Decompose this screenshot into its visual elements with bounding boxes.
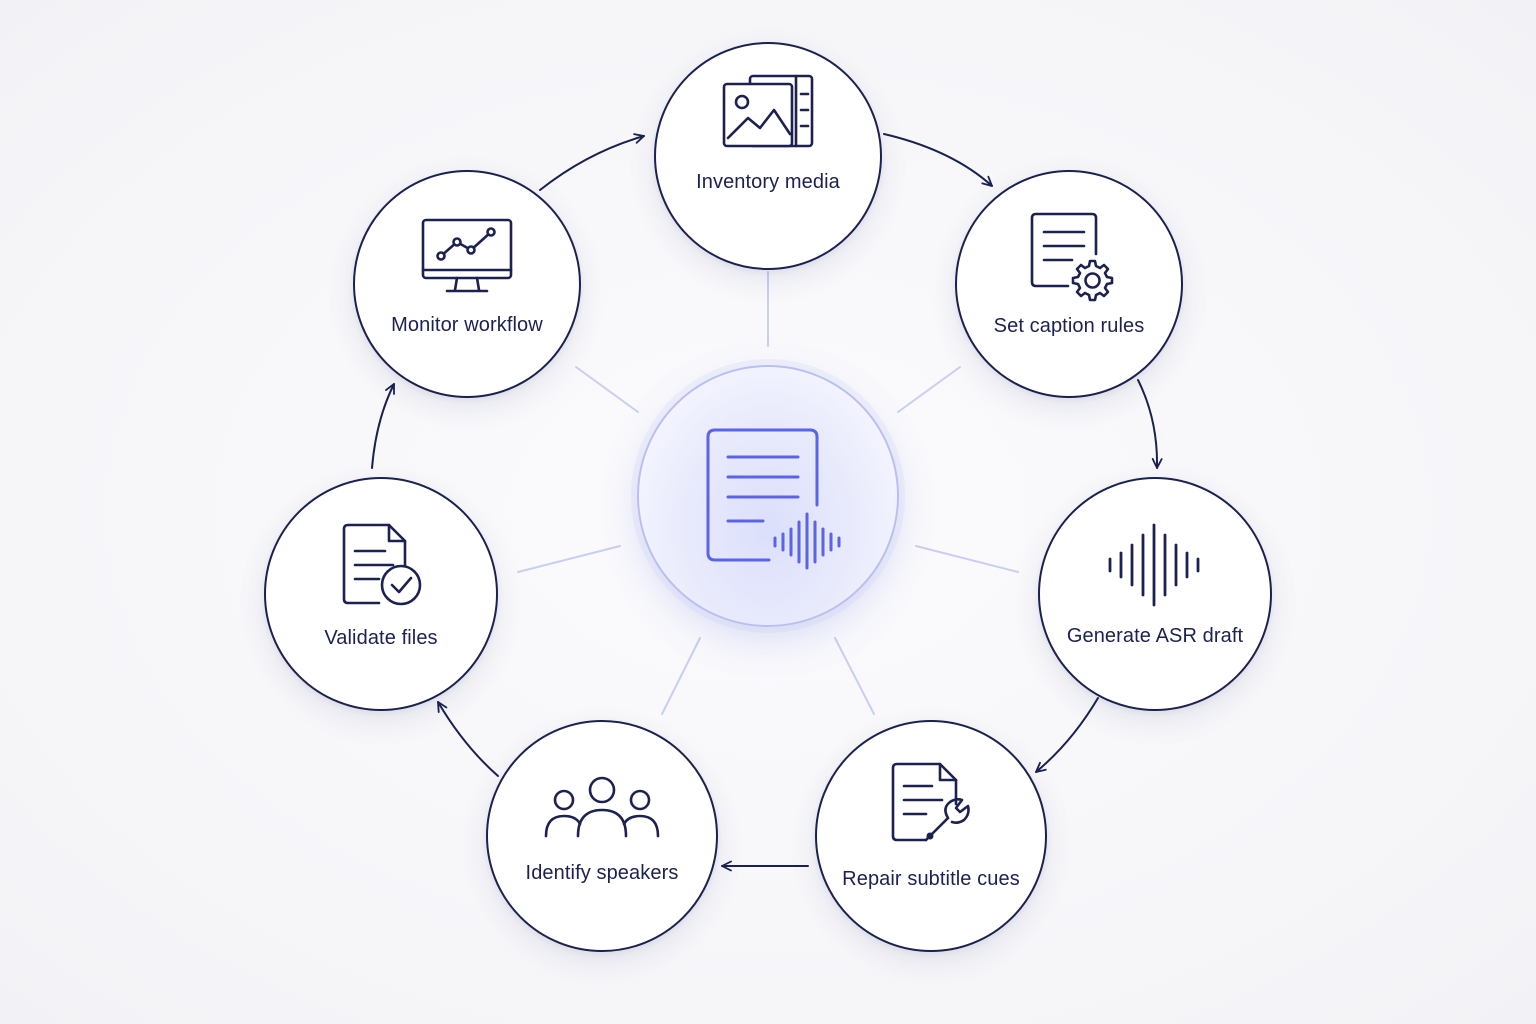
node-set-caption-rules[interactable]: Set caption rules [955,170,1183,398]
monitor-chart-icon [421,218,513,293]
arrow-validate-to-monitor [371,383,395,469]
document-wrench-icon [891,762,970,842]
arrow-monitor-to-inventory [539,133,645,191]
node-monitor-workflow[interactable]: Monitor workflow [353,170,581,398]
people-group-icon [544,776,660,838]
document-check-icon [342,523,422,606]
node-repair-subtitle-cues[interactable]: Repair subtitle cues [815,720,1047,952]
waveform-icon [1108,523,1200,607]
node-inventory-media[interactable]: Inventory media [654,42,882,270]
arrow-speakers-to-validate [437,701,499,777]
node-label: Identify speakers [525,862,679,884]
spoke-validate [517,545,621,573]
document-gear-icon [1030,212,1114,302]
arrow-rules-to-asr [1137,379,1163,469]
cycle-arrows [371,133,1163,872]
spoke-repair [834,637,875,715]
hub-spokes [517,271,1019,715]
node-label: Generate ASR draft [1066,625,1244,647]
node-identify-speakers[interactable]: Identify speakers [486,720,718,952]
arrow-asr-to-repair [1035,697,1099,773]
node-label: Validate files [324,627,438,649]
node-label: Set caption rules [993,315,1145,337]
spoke-speakers [661,637,701,715]
hub-circle [637,365,899,627]
node-generate-asr-draft[interactable]: Generate ASR draft [1038,477,1272,711]
transcript-waveform-icon [706,428,841,570]
media-gallery-icon [722,74,814,148]
spoke-asr [915,545,1019,573]
node-label: Inventory media [696,171,840,193]
node-label: Repair subtitle cues [842,868,1020,890]
spoke-monitor [575,366,639,413]
spoke-rules [897,366,961,413]
node-validate-files[interactable]: Validate files [264,477,498,711]
arrow-inventory-to-rules [883,133,993,187]
node-label: Monitor workflow [391,314,543,336]
